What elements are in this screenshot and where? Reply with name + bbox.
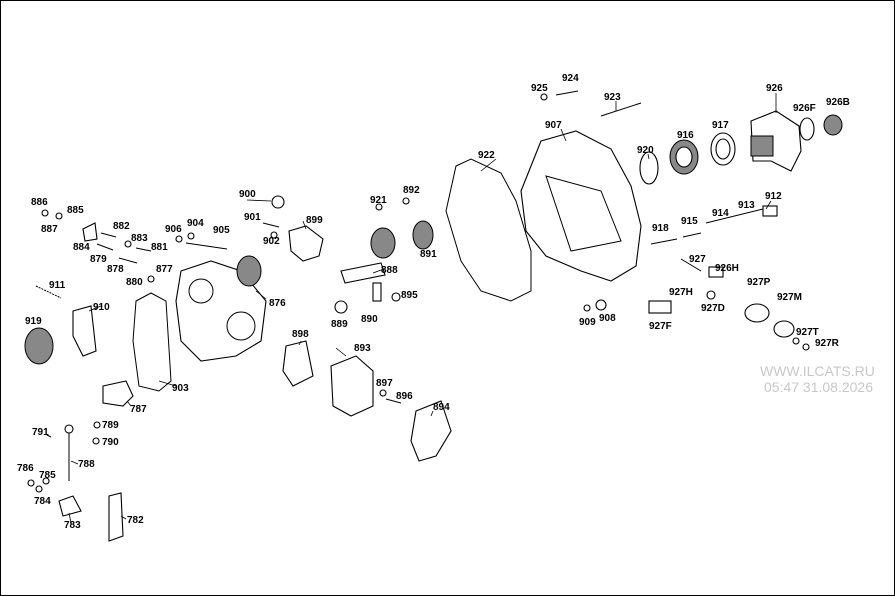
callout-926H: 926H [715,263,739,274]
callout-927M: 927M [777,292,802,303]
callout-876: 876 [269,298,286,309]
callout-927T: 927T [796,327,819,338]
callout-926F: 926F [793,103,816,114]
callout-926: 926 [766,83,783,94]
callout-924: 924 [562,73,579,84]
callout-788: 788 [78,459,95,470]
callout-880: 880 [126,277,143,288]
callout-878: 878 [107,264,124,275]
callout-925: 925 [531,83,548,94]
watermark-site: WWW.ILCATS.RU [760,363,875,379]
callout-927P: 927P [747,277,771,288]
callout-882: 882 [113,221,130,232]
callout-787: 787 [130,404,147,415]
callout-911: 911 [49,280,66,291]
callout-908: 908 [599,313,616,324]
callout-904: 904 [187,218,204,229]
callout-877: 877 [156,264,173,275]
callout-labels: 925 924 923 926 907 926F 926B 922 920 91… [17,73,850,531]
callout-884: 884 [73,242,90,253]
callout-927D: 927D [701,303,725,314]
leader-lines [68,93,777,524]
callout-902: 902 [263,236,280,247]
callout-903: 903 [172,383,189,394]
callout-922: 922 [478,150,495,161]
callout-898: 898 [292,329,309,340]
callout-785: 785 [39,470,56,481]
callout-789: 789 [102,420,119,431]
callout-784: 784 [34,496,51,507]
callout-887: 887 [41,224,58,235]
callout-907: 907 [545,120,562,131]
callout-888: 888 [381,265,398,276]
callout-927R: 927R [815,338,840,349]
callout-899: 899 [306,215,323,226]
callout-915: 915 [681,216,698,227]
callout-790: 790 [102,437,119,448]
callout-890: 890 [361,314,378,325]
callout-927H: 927H [669,287,693,298]
callout-916: 916 [677,130,694,141]
callout-893: 893 [354,343,371,354]
callout-905: 905 [213,225,230,236]
callout-892: 892 [403,185,420,196]
callout-919: 919 [25,316,42,327]
callout-927F: 927F [649,321,672,332]
callout-909: 909 [579,317,596,328]
callout-894: 894 [433,402,450,413]
callout-923: 923 [604,92,621,103]
callout-920: 920 [637,145,654,156]
callout-891: 891 [420,249,437,260]
callout-918: 918 [652,223,669,234]
callout-897: 897 [376,378,393,389]
callout-927: 927 [689,254,706,265]
callout-783: 783 [64,520,81,531]
callout-912: 912 [765,191,782,202]
callout-917: 917 [712,120,729,131]
watermark-timestamp: 05:47 31.08.2026 [764,379,873,395]
callout-914: 914 [712,208,729,219]
callout-906: 906 [165,224,182,235]
callout-900: 900 [239,189,256,200]
callout-889: 889 [331,319,348,330]
callout-883: 883 [131,233,148,244]
callout-910: 910 [93,302,110,313]
callout-913: 913 [738,200,755,211]
callout-791: 791 [32,427,49,438]
callout-782: 782 [127,515,144,526]
callout-886: 886 [31,197,48,208]
callout-895: 895 [401,290,418,301]
callout-921: 921 [370,195,387,206]
callout-901: 901 [244,212,261,223]
callout-926B: 926B [826,97,850,108]
callout-879: 879 [90,254,107,265]
callout-885: 885 [67,205,84,216]
callout-786: 786 [17,463,34,474]
part-drawings [24,90,843,542]
callout-896: 896 [396,391,413,402]
callout-881: 881 [151,242,168,253]
